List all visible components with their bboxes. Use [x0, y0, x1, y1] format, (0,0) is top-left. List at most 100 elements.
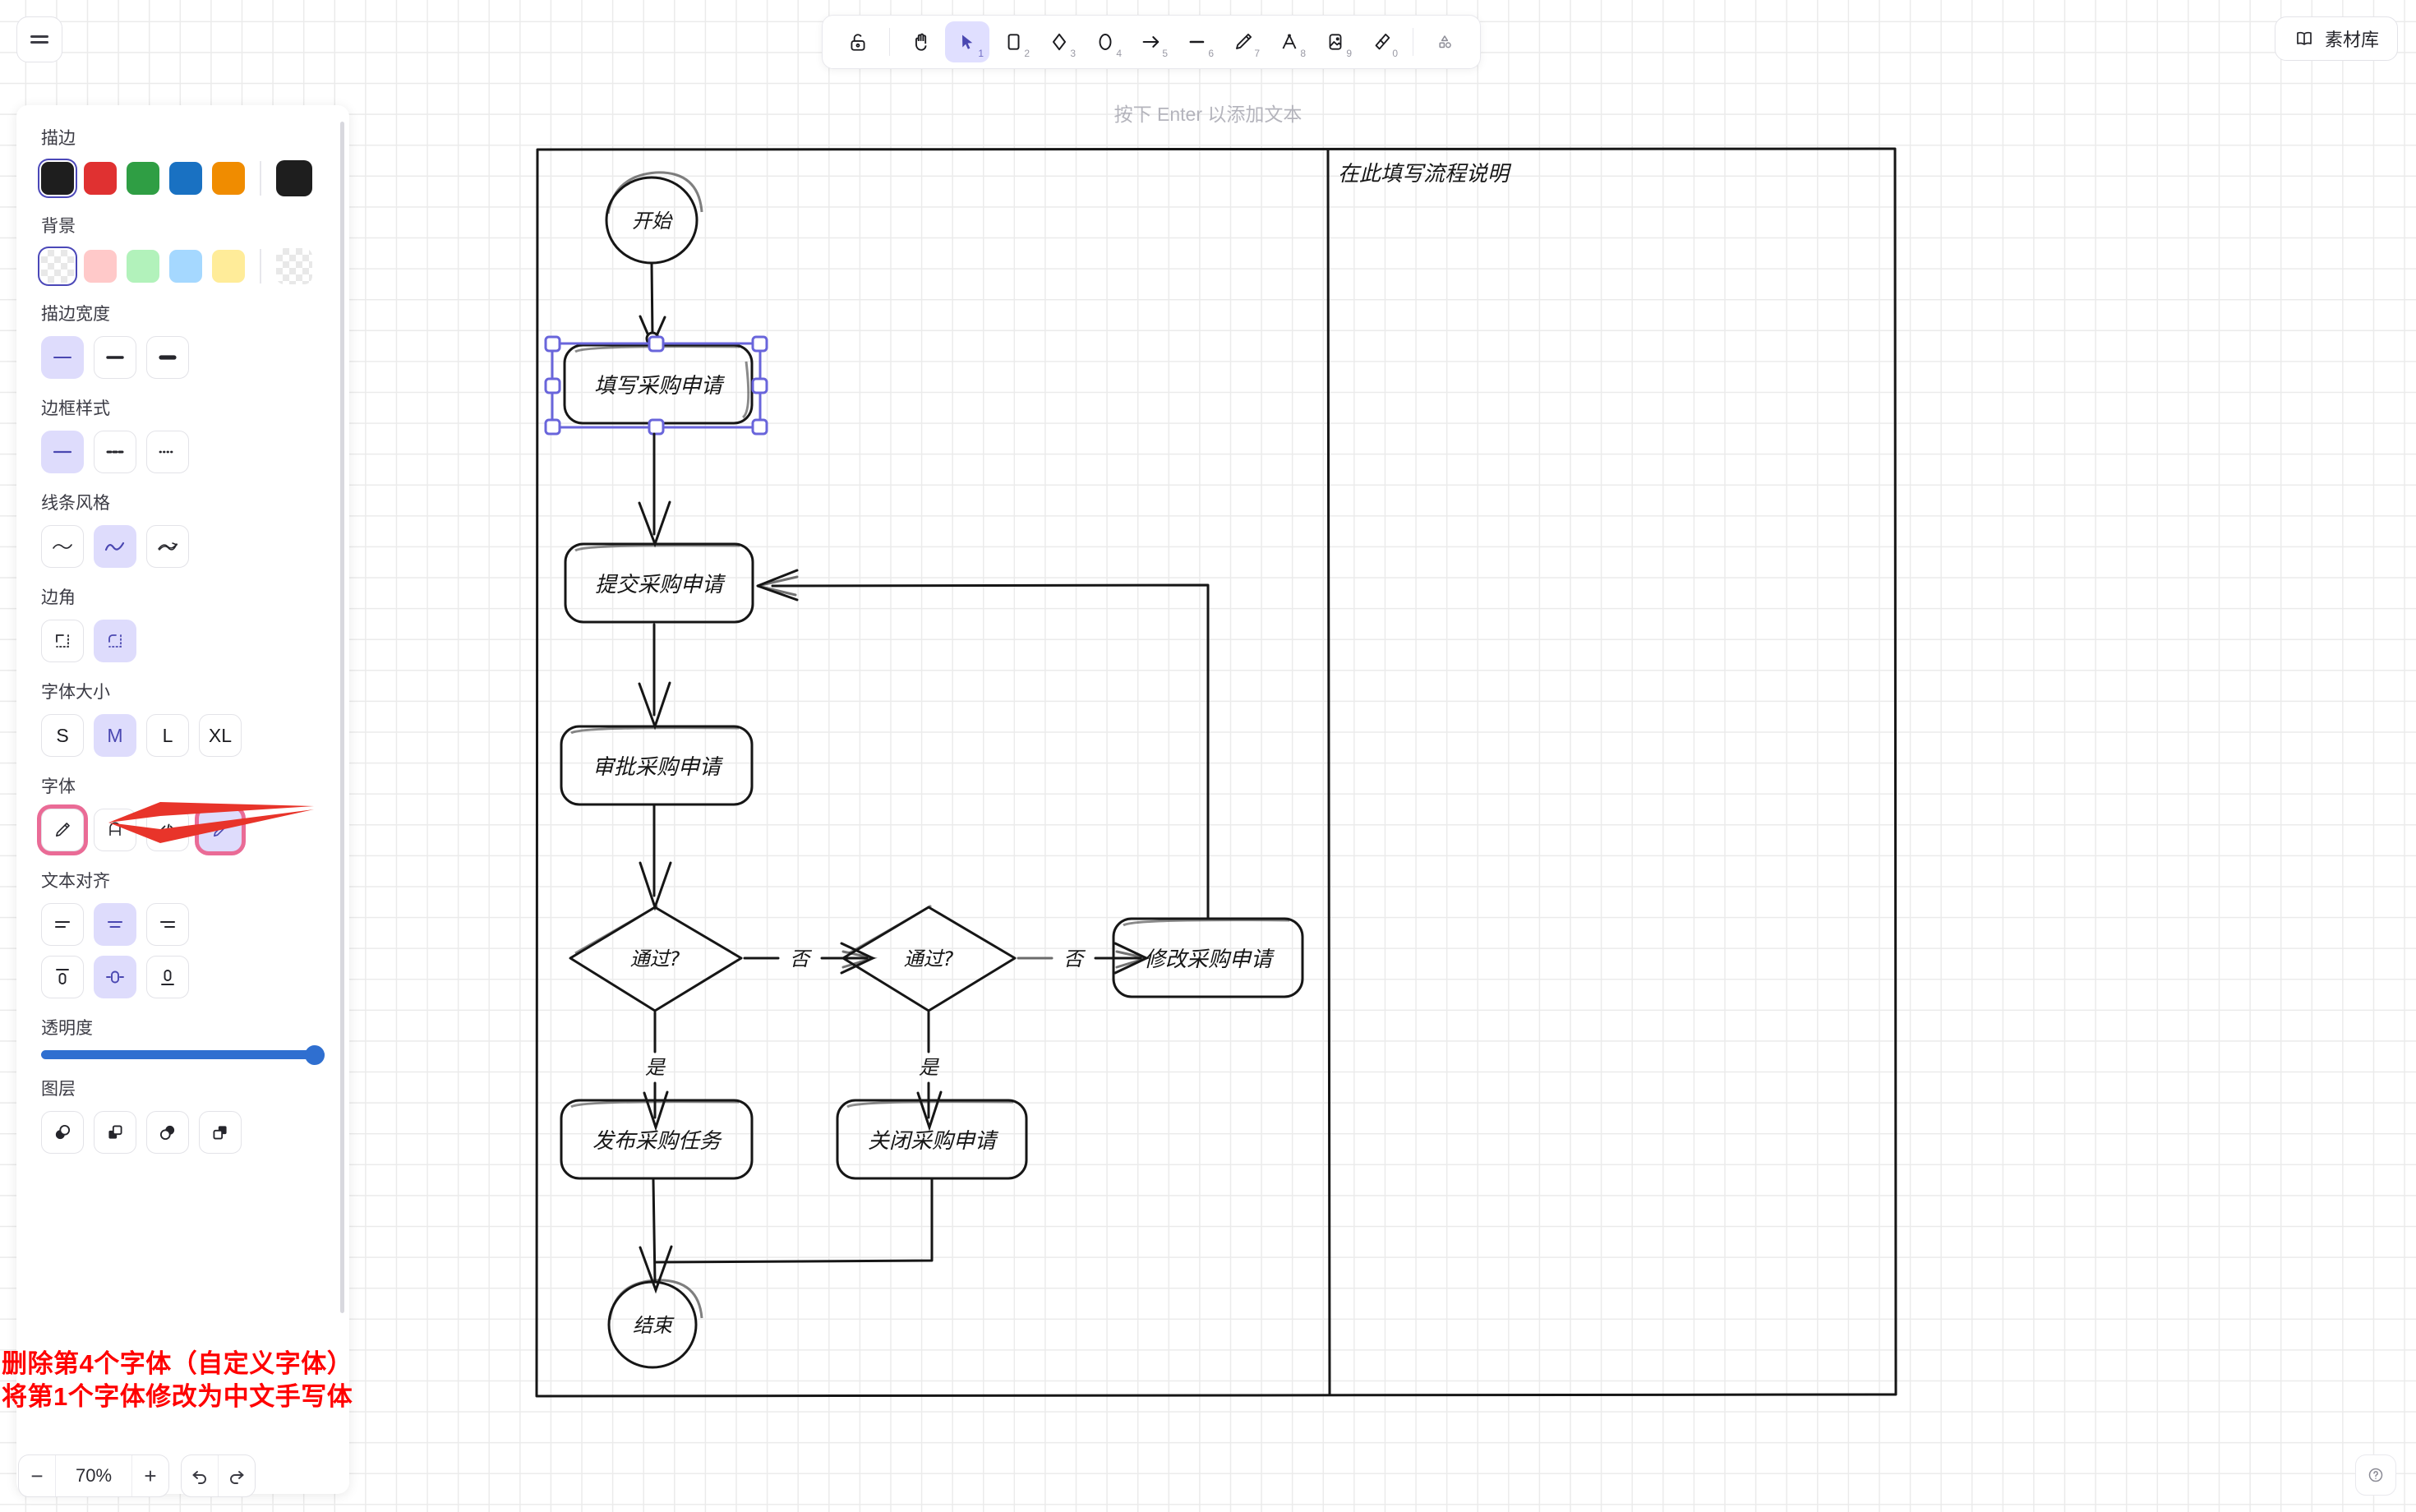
selection-tool[interactable]: 1	[945, 21, 989, 62]
rectangle-tool[interactable]: 2	[991, 21, 1035, 62]
stroke-style-row[interactable]	[41, 431, 325, 473]
align-bottom[interactable]	[146, 956, 189, 998]
image-icon	[1329, 34, 1342, 50]
image-tool[interactable]: 9	[1313, 21, 1358, 62]
font-size-m[interactable]: M	[94, 714, 136, 757]
undo-button[interactable]	[182, 1455, 218, 1496]
text-align-vertical-row[interactable]	[41, 956, 325, 998]
opacity-slider[interactable]	[41, 1044, 325, 1065]
arrow-tool[interactable]: 5	[1129, 21, 1173, 62]
align-left[interactable]	[41, 903, 84, 946]
tools-toolbar[interactable]: 1 2 3 4 5 6 7	[822, 15, 1481, 69]
layers-row[interactable]	[41, 1111, 325, 1154]
font-family-section-label: 字体	[41, 777, 76, 796]
edges-row[interactable]	[41, 620, 325, 662]
hand-tool[interactable]	[899, 21, 943, 62]
enter-hint-text: 按下 Enter 以添加文本	[1113, 104, 1303, 125]
font-family-code[interactable]	[146, 809, 189, 851]
font-size-l[interactable]: L	[146, 714, 189, 757]
background-swatch-blue[interactable]	[169, 250, 202, 283]
zoom-out-button[interactable]: −	[30, 1463, 44, 1488]
font-size-s[interactable]: S	[41, 714, 84, 757]
code-icon	[160, 823, 175, 837]
stroke-swatch-black[interactable]	[41, 162, 74, 195]
line-dotted-icon	[159, 450, 177, 454]
sloppiness-artist[interactable]	[94, 525, 136, 568]
material-library-button[interactable]: 素材库	[2274, 16, 2398, 61]
stroke-swatch-blue[interactable]	[169, 162, 202, 195]
align-top[interactable]	[41, 956, 84, 998]
font-family-custom[interactable]	[199, 809, 242, 851]
zoom-group[interactable]: − 70% +	[18, 1454, 169, 1497]
stroke-color-row[interactable]	[41, 160, 325, 196]
font-size-row[interactable]: S M L XL	[41, 714, 325, 757]
tool-shortcut: 4	[1116, 48, 1122, 59]
redo-button[interactable]	[219, 1455, 255, 1496]
sloppiness-row[interactable]	[41, 525, 325, 568]
stroke-width-thin[interactable]	[41, 336, 84, 379]
font-family-hand-drawn[interactable]	[41, 809, 84, 851]
background-swatch-transparent[interactable]	[41, 250, 74, 283]
stroke-style-dotted[interactable]	[146, 431, 189, 473]
diamond-tool[interactable]: 3	[1037, 21, 1081, 62]
stroke-swatch-red[interactable]	[84, 162, 117, 195]
stroke-style-section-label: 边框样式	[41, 399, 110, 418]
divider	[55, 1455, 56, 1496]
text-tool[interactable]: 8	[1267, 21, 1312, 62]
lock-tool[interactable]	[836, 21, 880, 62]
wave-thin-icon	[53, 544, 72, 549]
stroke-swatch-green[interactable]	[127, 162, 159, 195]
stroke-width-bold[interactable]	[94, 336, 136, 379]
sloppiness-architect[interactable]	[41, 525, 84, 568]
main-menu-button[interactable]	[16, 16, 62, 62]
background-color-row[interactable]	[41, 248, 325, 284]
send-backward-button[interactable]	[94, 1111, 136, 1154]
opacity-slider-thumb[interactable]	[305, 1044, 325, 1065]
edges-round[interactable]	[94, 620, 136, 662]
text-align-horizontal-row[interactable]	[41, 903, 325, 946]
align-right[interactable]	[146, 903, 189, 946]
zoom-level-value[interactable]: 70%	[75, 1465, 113, 1486]
send-to-back-button[interactable]	[41, 1111, 84, 1154]
stroke-width-extra-bold[interactable]	[146, 336, 189, 379]
background-swatch-green[interactable]	[127, 250, 159, 283]
zoom-controls[interactable]: − 70% +	[18, 1454, 256, 1497]
edges-sharp[interactable]	[41, 620, 84, 662]
line-tool[interactable]: 6	[1175, 21, 1220, 62]
font-size-xl[interactable]: XL	[199, 714, 242, 757]
bring-to-front-button[interactable]	[199, 1111, 242, 1154]
align-right-icon	[159, 920, 176, 929]
ellipse-tool[interactable]: 4	[1083, 21, 1127, 62]
shapes-tool[interactable]	[1422, 21, 1467, 62]
font-family-row[interactable]	[41, 802, 325, 851]
bring-forward-button[interactable]	[146, 1111, 189, 1154]
align-middle-icon	[106, 970, 124, 984]
eraser-tool[interactable]: 0	[1359, 21, 1404, 62]
tool-shortcut: 9	[1346, 48, 1352, 59]
help-button[interactable]	[2355, 1454, 2396, 1496]
align-middle[interactable]	[94, 956, 136, 998]
tool-shortcut: 0	[1392, 48, 1398, 59]
bring-forward-icon	[159, 1125, 175, 1141]
zoom-in-button[interactable]: +	[144, 1463, 157, 1488]
background-swatch-pink[interactable]	[84, 250, 117, 283]
tool-shortcut: 7	[1254, 48, 1260, 59]
background-current-color[interactable]	[276, 248, 312, 284]
line-solid-icon	[53, 450, 72, 454]
sloppiness-cartoonist[interactable]	[146, 525, 189, 568]
corner-round-icon	[108, 634, 122, 648]
history-group[interactable]	[181, 1454, 256, 1497]
properties-panel[interactable]: 描边 背景 描边宽度 边框样式	[16, 105, 349, 1494]
stroke-swatch-orange[interactable]	[212, 162, 245, 195]
stroke-style-dashed[interactable]	[94, 431, 136, 473]
draw-tool[interactable]: 7	[1221, 21, 1266, 62]
stroke-current-color[interactable]	[276, 160, 312, 196]
background-swatch-yellow[interactable]	[212, 250, 245, 283]
wave-medium-icon	[104, 542, 125, 551]
align-center[interactable]	[94, 903, 136, 946]
opacity-section-label: 透明度	[41, 1019, 93, 1038]
stroke-style-solid[interactable]	[41, 431, 84, 473]
font-family-normal[interactable]	[94, 809, 136, 851]
stroke-width-row[interactable]	[41, 336, 325, 379]
